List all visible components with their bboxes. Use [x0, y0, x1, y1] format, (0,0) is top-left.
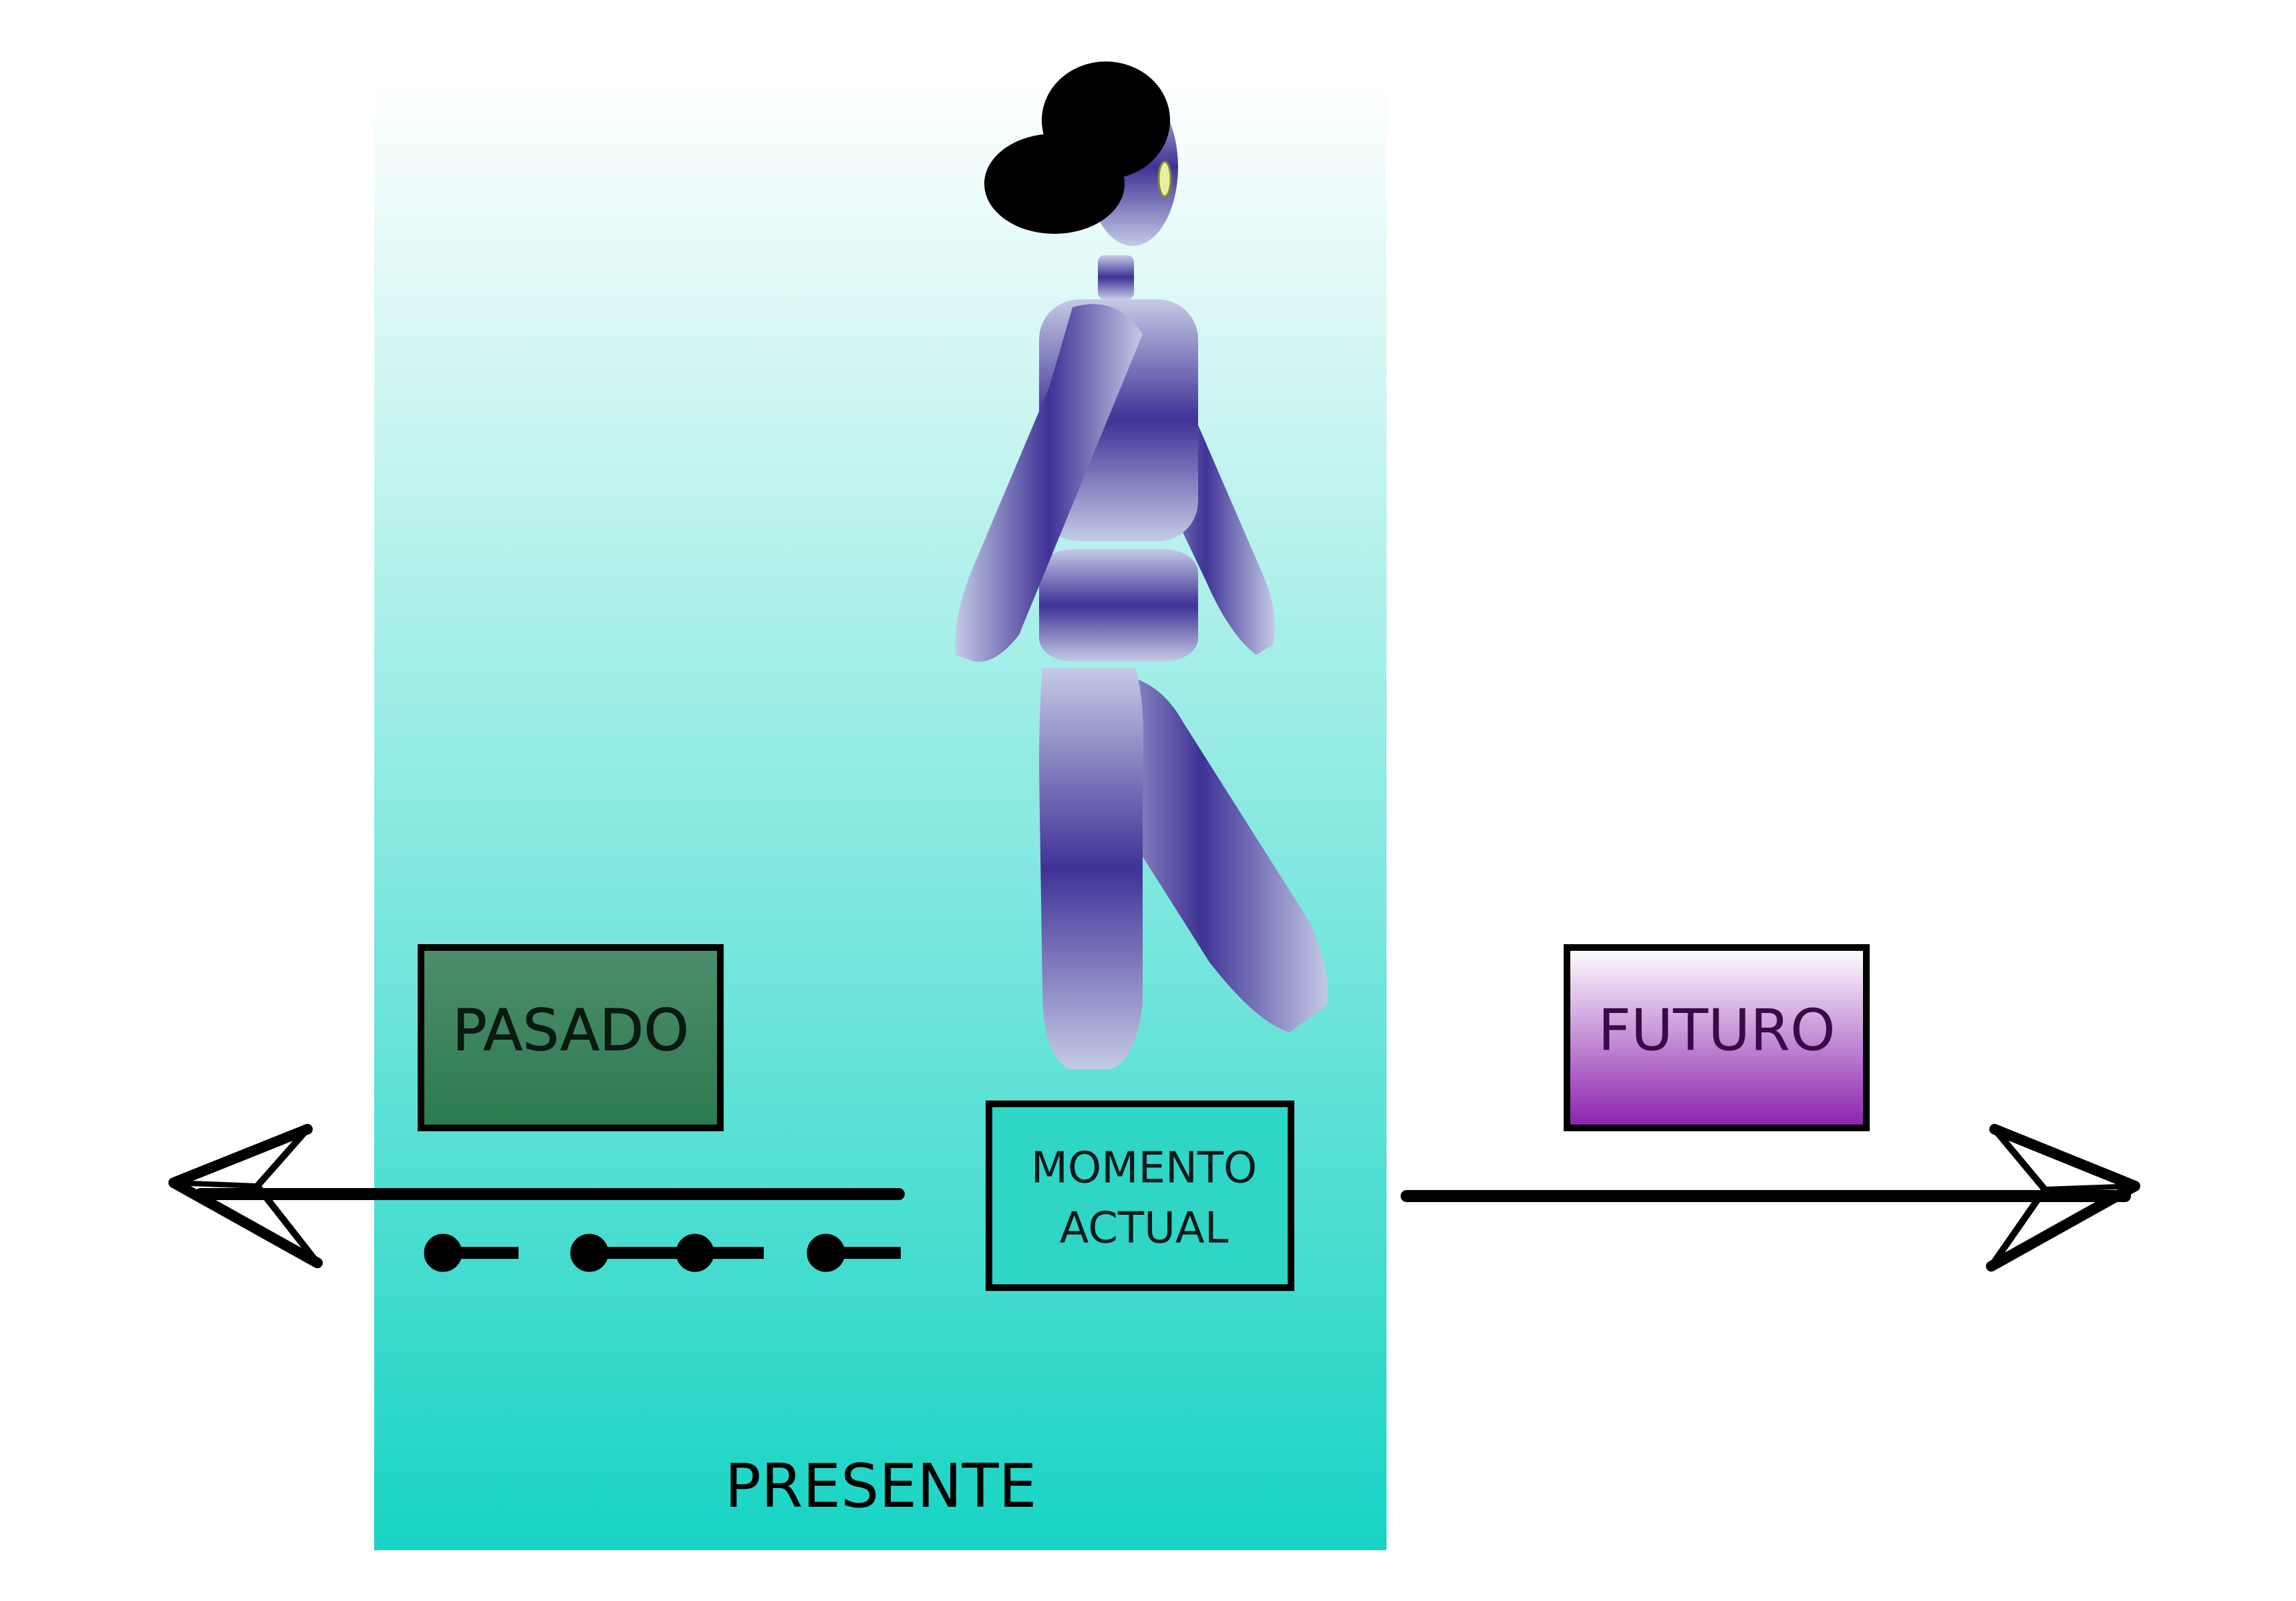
pasado-box: PASADO — [418, 944, 724, 1131]
momento-label-line2: ACTUAL — [1060, 1204, 1229, 1254]
futuro-label: FUTURO — [1598, 997, 1835, 1064]
arrow-left-icon — [168, 1124, 905, 1268]
momento-label-line1: MOMENTO — [1031, 1144, 1258, 1193]
momento-actual-box: MOMENTO ACTUAL — [986, 1101, 1294, 1291]
presente-label: PRESENTE — [725, 1451, 1037, 1521]
past-event-markers — [424, 1233, 901, 1272]
futuro-box: FUTURO — [1564, 944, 1870, 1131]
pasado-label: PASADO — [452, 997, 689, 1064]
arrow-right-icon — [1401, 1124, 2140, 1272]
walking-person-icon — [955, 61, 1328, 1069]
